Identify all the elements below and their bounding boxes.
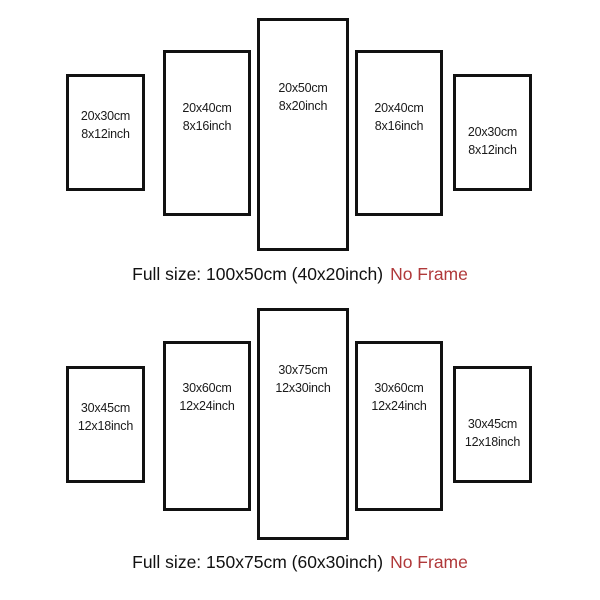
- panel-size-cm: 30x75cm: [278, 363, 328, 377]
- canvas-panel-right-outer: 30x45cm 12x18inch: [453, 366, 532, 483]
- panel-size-labels: 20x40cm 8x16inch: [358, 99, 440, 135]
- panel-size-cm: 30x60cm: [182, 381, 232, 395]
- canvas-panel-center: 30x75cm 12x30inch: [257, 308, 349, 540]
- caption-100x50: Full size: 100x50cm (40x20inch) No Frame: [0, 263, 600, 285]
- panel-size-labels: 20x40cm 8x16inch: [166, 99, 248, 135]
- panel-size-labels: 20x50cm 8x20inch: [260, 79, 346, 115]
- panel-size-cm: 30x45cm: [467, 417, 518, 431]
- caption-150x75: Full size: 150x75cm (60x30inch) No Frame: [0, 551, 600, 573]
- canvas-panel-left-inner: 20x40cm 8x16inch: [163, 50, 251, 216]
- panel-size-cm: 20x40cm: [374, 101, 424, 115]
- panel-size-inch: 8x12inch: [81, 127, 130, 141]
- panel-size-inch: 12x24inch: [179, 399, 235, 413]
- panel-size-cm: 20x50cm: [278, 81, 328, 95]
- panel-size-inch: 12x30inch: [275, 381, 331, 395]
- panel-size-cm: 30x45cm: [80, 401, 131, 415]
- panel-size-inch: 12x24inch: [371, 399, 427, 413]
- panel-size-labels: 30x45cm 12x18inch: [456, 415, 529, 451]
- caption-main-text: Full size: 100x50cm (40x20inch): [132, 264, 384, 284]
- panel-size-inch: 12x18inch: [77, 419, 134, 433]
- caption-no-frame-note: No Frame: [390, 264, 468, 284]
- panel-size-cm: 20x30cm: [80, 109, 131, 123]
- panel-size-labels: 30x75cm 12x30inch: [260, 361, 346, 397]
- panel-size-labels: 30x45cm 12x18inch: [69, 399, 142, 435]
- canvas-panel-right-inner: 20x40cm 8x16inch: [355, 50, 443, 216]
- panel-size-labels: 30x60cm 12x24inch: [358, 379, 440, 415]
- panel-size-labels: 30x60cm 12x24inch: [166, 379, 248, 415]
- caption-main-text: Full size: 150x75cm (60x30inch): [132, 552, 384, 572]
- canvas-panel-right-outer: 20x30cm 8x12inch: [453, 74, 532, 191]
- canvas-panel-right-inner: 30x60cm 12x24inch: [355, 341, 443, 511]
- canvas-panel-left-outer: 30x45cm 12x18inch: [66, 366, 145, 483]
- panel-size-inch: 8x16inch: [182, 119, 232, 133]
- canvas-panel-left-inner: 30x60cm 12x24inch: [163, 341, 251, 511]
- panel-size-labels: 20x30cm 8x12inch: [69, 107, 142, 143]
- panel-size-labels: 20x30cm 8x12inch: [456, 123, 529, 159]
- canvas-panel-left-outer: 20x30cm 8x12inch: [66, 74, 145, 191]
- panel-size-inch: 8x16inch: [374, 119, 424, 133]
- caption-no-frame-note: No Frame: [390, 552, 468, 572]
- panel-size-cm: 20x40cm: [182, 101, 232, 115]
- panel-size-cm: 20x30cm: [467, 125, 518, 139]
- panel-size-inch: 8x20inch: [278, 99, 328, 113]
- panel-size-cm: 30x60cm: [374, 381, 424, 395]
- panel-size-inch: 8x12inch: [468, 143, 517, 157]
- panel-size-inch: 12x18inch: [464, 435, 521, 449]
- canvas-panel-center: 20x50cm 8x20inch: [257, 18, 349, 251]
